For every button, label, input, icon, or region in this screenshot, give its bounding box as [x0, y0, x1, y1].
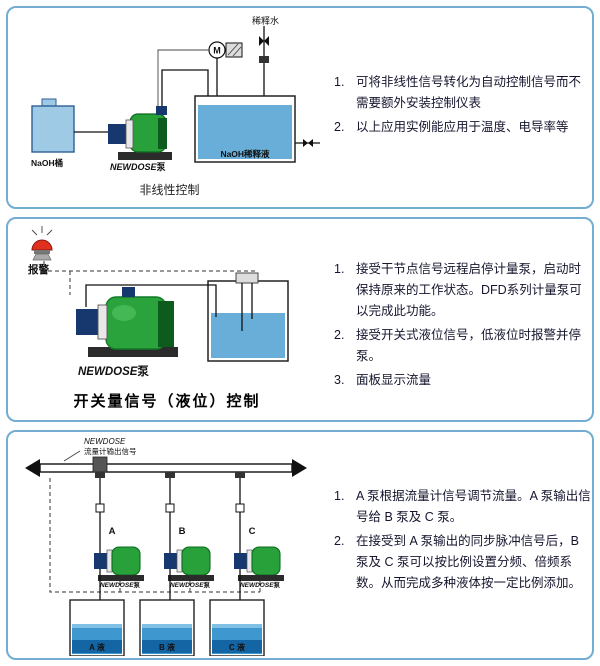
level-sensor-head	[235, 272, 259, 284]
flow-meter	[92, 456, 108, 473]
note-number: 2.	[334, 120, 345, 134]
nonlinear-diagram-svg: 稀释水 M NaOH稀释液	[31, 15, 320, 172]
pipe-arrow-right	[292, 459, 307, 477]
panel-proportional-dosing: NEWDOSE 流量计输出信号	[6, 430, 594, 660]
injection-tee-c	[235, 472, 245, 478]
pump-signal-stubs	[119, 581, 261, 592]
notes-list: 1. A 泵根据流量计信号调节流量。A 泵输出信号给 B 泵及 C 泵。 2. …	[334, 486, 592, 597]
pump-a-letter: A	[109, 526, 116, 537]
solution-tank-label: NaOH稀释液	[220, 149, 270, 159]
level-signal-wire	[43, 261, 257, 279]
pump-c	[234, 546, 284, 581]
outlet-valve-icon	[303, 139, 313, 147]
alarm-dome	[31, 239, 53, 251]
dilution-water-label: 稀释水	[252, 15, 279, 26]
discharge-pipe	[161, 69, 209, 106]
tank-c-label: C 液	[229, 642, 245, 652]
pump-c-letter: C	[249, 526, 256, 537]
diagram-caption: 非线性控制	[139, 183, 200, 197]
note-text: 可将非线性信号转化为自动控制信号而不需要额外安装控制仪表	[356, 75, 582, 110]
pump-b	[164, 546, 214, 581]
note-number: 2.	[334, 328, 345, 342]
note-number: 1.	[334, 75, 345, 89]
note-number: 3.	[334, 373, 345, 387]
main-pipe	[25, 459, 307, 477]
tank-a-label: A 液	[89, 642, 105, 652]
note-item: 2. 在接受到 A 泵输出的同步脉冲信号后，B 泵及 C 泵可以按比例设置分频、…	[334, 531, 592, 594]
switch-signal-diagram-svg: 报警 N	[28, 226, 289, 378]
note-text: A 泵根据流量计信号调节流量。A 泵输出信号给 B 泵及 C 泵。	[356, 489, 591, 524]
pump-c-label: NEWDOSE泵	[240, 580, 281, 589]
tank-b-label: B 液	[159, 642, 175, 652]
pump-label: NEWDOSE泵	[110, 162, 167, 172]
dosing-pump	[76, 287, 178, 357]
pump-a	[94, 546, 144, 581]
flowmeter-brand-label: NEWDOSE	[84, 437, 126, 446]
pump-b-label: NEWDOSE泵	[170, 580, 211, 589]
proportional-diagram-svg: NEWDOSE 流量计输出信号	[25, 437, 307, 657]
note-text: 接受开关式液位信号，低液位时报警并停泵。	[356, 328, 582, 363]
check-valve-a	[95, 503, 105, 513]
mixer-label: M	[213, 46, 221, 56]
note-item: 1. A 泵根据流量计信号调节流量。A 泵输出信号给 B 泵及 C 泵。	[334, 486, 592, 528]
diagram-caption: 开关量信号（液位）控制	[73, 394, 261, 410]
diagram-caption: 多液体按比例式添加	[12, 659, 327, 660]
note-item: 1. 接受干节点信号远程启停计量泵，启动时保持原来的工作状态。DFD系列计量泵可…	[334, 259, 592, 322]
note-text: 面板显示流量	[356, 373, 432, 387]
injection-tee-b	[165, 472, 175, 478]
panel-switch-signal-control: 报警 N	[6, 217, 594, 422]
injection-tee-a	[95, 472, 105, 478]
signal-bus-wire	[49, 478, 260, 593]
header-pointer-line	[63, 450, 81, 462]
panel-nonlinear-control: 稀释水 M NaOH稀释液	[6, 6, 594, 209]
solution-tank: NaOH稀释液	[194, 95, 296, 163]
note-item: 2. 接受开关式液位信号，低液位时报警并停泵。	[334, 325, 592, 367]
naoh-drum	[31, 98, 75, 153]
flowmeter-signal-label: 流量计输出信号	[84, 446, 137, 456]
proportional-diagram: NEWDOSE 流量计输出信号	[12, 434, 334, 660]
switch-signal-diagram: 报警 N	[12, 221, 334, 411]
check-valve-b	[165, 503, 175, 513]
pump-b-letter: B	[179, 526, 186, 537]
dosing-pump	[108, 106, 172, 160]
note-number: 1.	[334, 262, 345, 276]
inlet-fitting	[259, 56, 269, 63]
level-tank	[207, 272, 289, 362]
check-valve-c	[235, 503, 245, 513]
pipe-arrow-left	[25, 459, 40, 477]
pump-a-label: NEWDOSE泵	[100, 580, 141, 589]
discharge-pipe	[85, 284, 217, 317]
notes-list: 1. 接受干节点信号远程启停计量泵，启动时保持原来的工作状态。DFD系列计量泵可…	[334, 259, 592, 394]
note-text: 在接受到 A 泵输出的同步脉冲信号后，B 泵及 C 泵可以按比例设置分频、倍频系…	[356, 534, 582, 590]
control-signal-line	[157, 49, 209, 114]
tank-c: C 液	[209, 599, 265, 657]
notes-list: 1. 可将非线性信号转化为自动控制信号而不需要额外安装控制仪表 2. 以上应用实…	[334, 72, 592, 141]
note-text: 接受干节点信号远程启停计量泵，启动时保持原来的工作状态。DFD系列计量泵可以完成…	[356, 262, 582, 318]
note-item: 3. 面板显示流量	[334, 370, 592, 391]
pump-label: NEWDOSE泵	[78, 365, 149, 378]
tank-a: A 液	[69, 599, 125, 657]
tank-b: B 液	[139, 599, 195, 657]
alarm-beacon	[31, 226, 53, 261]
alarm-label: 报警	[28, 263, 49, 276]
nonlinear-diagram: 稀释水 M NaOH稀释液	[12, 10, 334, 198]
note-item: 1. 可将非线性信号转化为自动控制信号而不需要额外安装控制仪表	[334, 72, 592, 114]
naoh-drum-label: NaOH桶	[31, 158, 63, 168]
inlet-valve-icon	[259, 36, 269, 46]
note-number: 2.	[334, 534, 345, 548]
note-number: 1.	[334, 489, 345, 503]
note-text: 以上应用实例能应用于温度、电导率等	[356, 120, 569, 134]
note-item: 2. 以上应用实例能应用于温度、电导率等	[334, 117, 592, 138]
